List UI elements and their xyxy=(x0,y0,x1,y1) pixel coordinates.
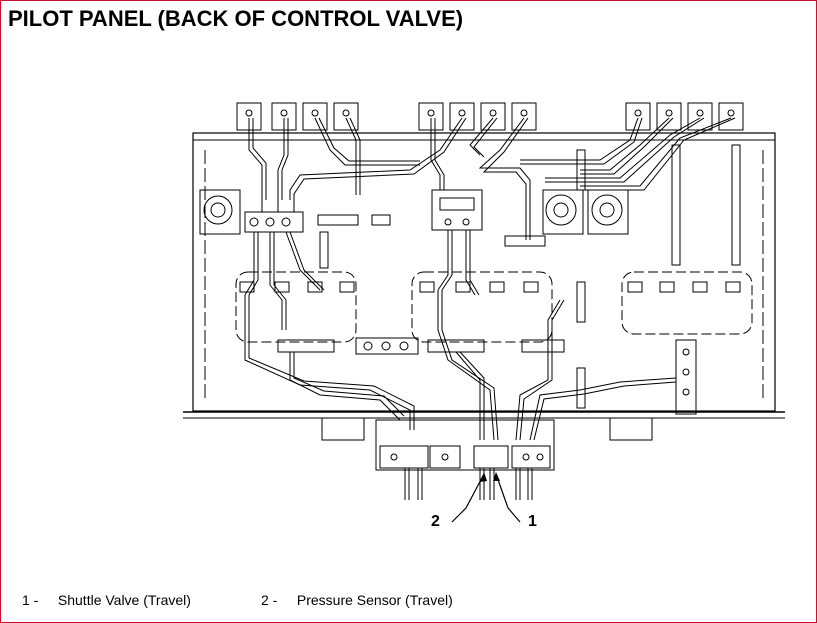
side-bracket xyxy=(319,231,329,269)
clamp-bar-lower-3 xyxy=(521,339,565,353)
valve-outline-right xyxy=(621,271,753,335)
center-block-hoses xyxy=(437,230,480,296)
legend-item-2: 2 - Pressure Sensor (Travel) xyxy=(261,592,453,608)
callout-leader-1 xyxy=(495,473,521,523)
bottom-manifold xyxy=(375,419,555,471)
valve-outline-left xyxy=(235,271,357,343)
small-bracket xyxy=(371,214,391,226)
right-rotary-housing-b xyxy=(587,189,629,235)
callout-number-2: 2 xyxy=(431,513,440,530)
legend-item-2-number: 2 - xyxy=(261,592,278,608)
bottom-hose-stubs xyxy=(404,468,533,500)
callout-arrow-1 xyxy=(493,472,500,481)
callout-arrow-2 xyxy=(480,472,487,482)
page-title: PILOT PANEL (BACK OF CONTROL VALVE) xyxy=(8,6,464,31)
left-switch-block xyxy=(244,200,304,233)
top-fittings-left xyxy=(236,102,359,131)
clamp-bar-upper-left xyxy=(317,214,359,226)
left-switch-hoses xyxy=(244,231,325,330)
valve-ports-center xyxy=(419,281,539,293)
left-rotary-housing xyxy=(199,189,241,235)
lower-hose-bundle-center xyxy=(437,290,499,441)
bottom-bracket-left xyxy=(321,417,365,441)
right-lower-bracket xyxy=(576,367,586,409)
sensor-manifold xyxy=(355,337,419,355)
legend-item-1-text: Shuttle Valve (Travel) xyxy=(57,592,191,608)
hose-bundle-top-center xyxy=(289,117,531,240)
legend-item-2-text: Pressure Sensor (Travel) xyxy=(296,592,453,608)
hose-bundle-top-right xyxy=(520,117,736,191)
callout-number-1: 1 xyxy=(528,513,537,530)
lower-hose-bundle-right xyxy=(515,299,677,441)
callout-leader-2 xyxy=(451,473,485,523)
right-rail-1 xyxy=(671,144,681,266)
right-shuttle-stack xyxy=(675,339,697,415)
valve-ports-right xyxy=(627,281,741,293)
right-rotary-housing-a xyxy=(542,189,584,235)
center-rail xyxy=(576,149,586,191)
bottom-bracket-right xyxy=(609,417,653,441)
center-valve-block xyxy=(431,189,483,231)
clamp-bar-upper-right xyxy=(504,235,546,247)
right-mid-bracket xyxy=(576,281,586,323)
legend-item-1-number: 1 - xyxy=(22,592,39,608)
valve-outline-center xyxy=(411,271,553,343)
valve-ports-left xyxy=(239,281,355,293)
legend-item-1: 1 - Shuttle Valve (Travel) xyxy=(22,592,191,608)
top-fittings-right xyxy=(625,102,744,131)
clamp-bar-lower-1 xyxy=(277,339,335,353)
lower-hose-bundle-left xyxy=(244,295,415,430)
right-rail-2 xyxy=(731,144,741,266)
